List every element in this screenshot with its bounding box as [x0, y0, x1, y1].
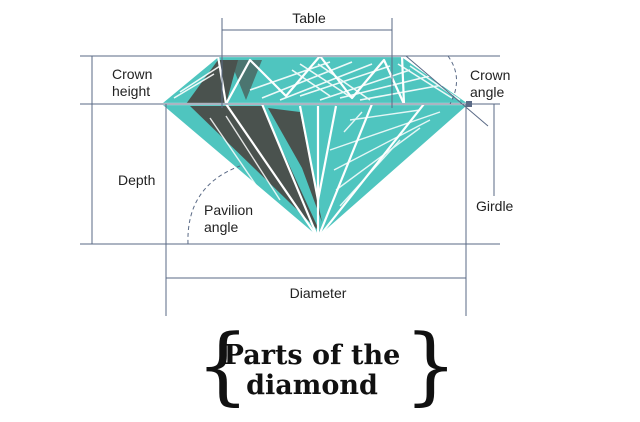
label-pavilion-angle-line1: Pavilion: [204, 202, 253, 218]
diamond-dark-facet: [230, 60, 262, 100]
label-pavilion-angle-line2: angle: [204, 219, 238, 235]
diamond-illustration: [159, 54, 471, 240]
angle-arcs: [187, 55, 457, 245]
title-left-brace: {: [196, 316, 249, 414]
title-right-brace: }: [404, 316, 457, 414]
label-diameter: Diameter: [290, 285, 347, 301]
label-table: Table: [292, 10, 326, 26]
diamond-dark-facet: [268, 108, 322, 222]
pavilion-sketch-strokes: [167, 109, 441, 207]
label-crown-angle-line1: Crown: [470, 67, 510, 83]
label-crown-angle-line2: angle: [470, 84, 504, 100]
label-crown-height-line2: height: [112, 83, 150, 99]
label-crown-height-line1: Crown: [112, 66, 152, 82]
label-girdle: Girdle: [476, 198, 514, 214]
title-line-2: diamond: [246, 370, 378, 401]
guide-lines: [80, 18, 500, 316]
diamond-dark-facet: [190, 106, 320, 232]
title-line-1: Parts of the: [224, 340, 401, 371]
girdle-marker: [466, 101, 472, 107]
title-block: { Parts of the diamond }: [196, 316, 457, 414]
label-depth: Depth: [118, 172, 155, 188]
